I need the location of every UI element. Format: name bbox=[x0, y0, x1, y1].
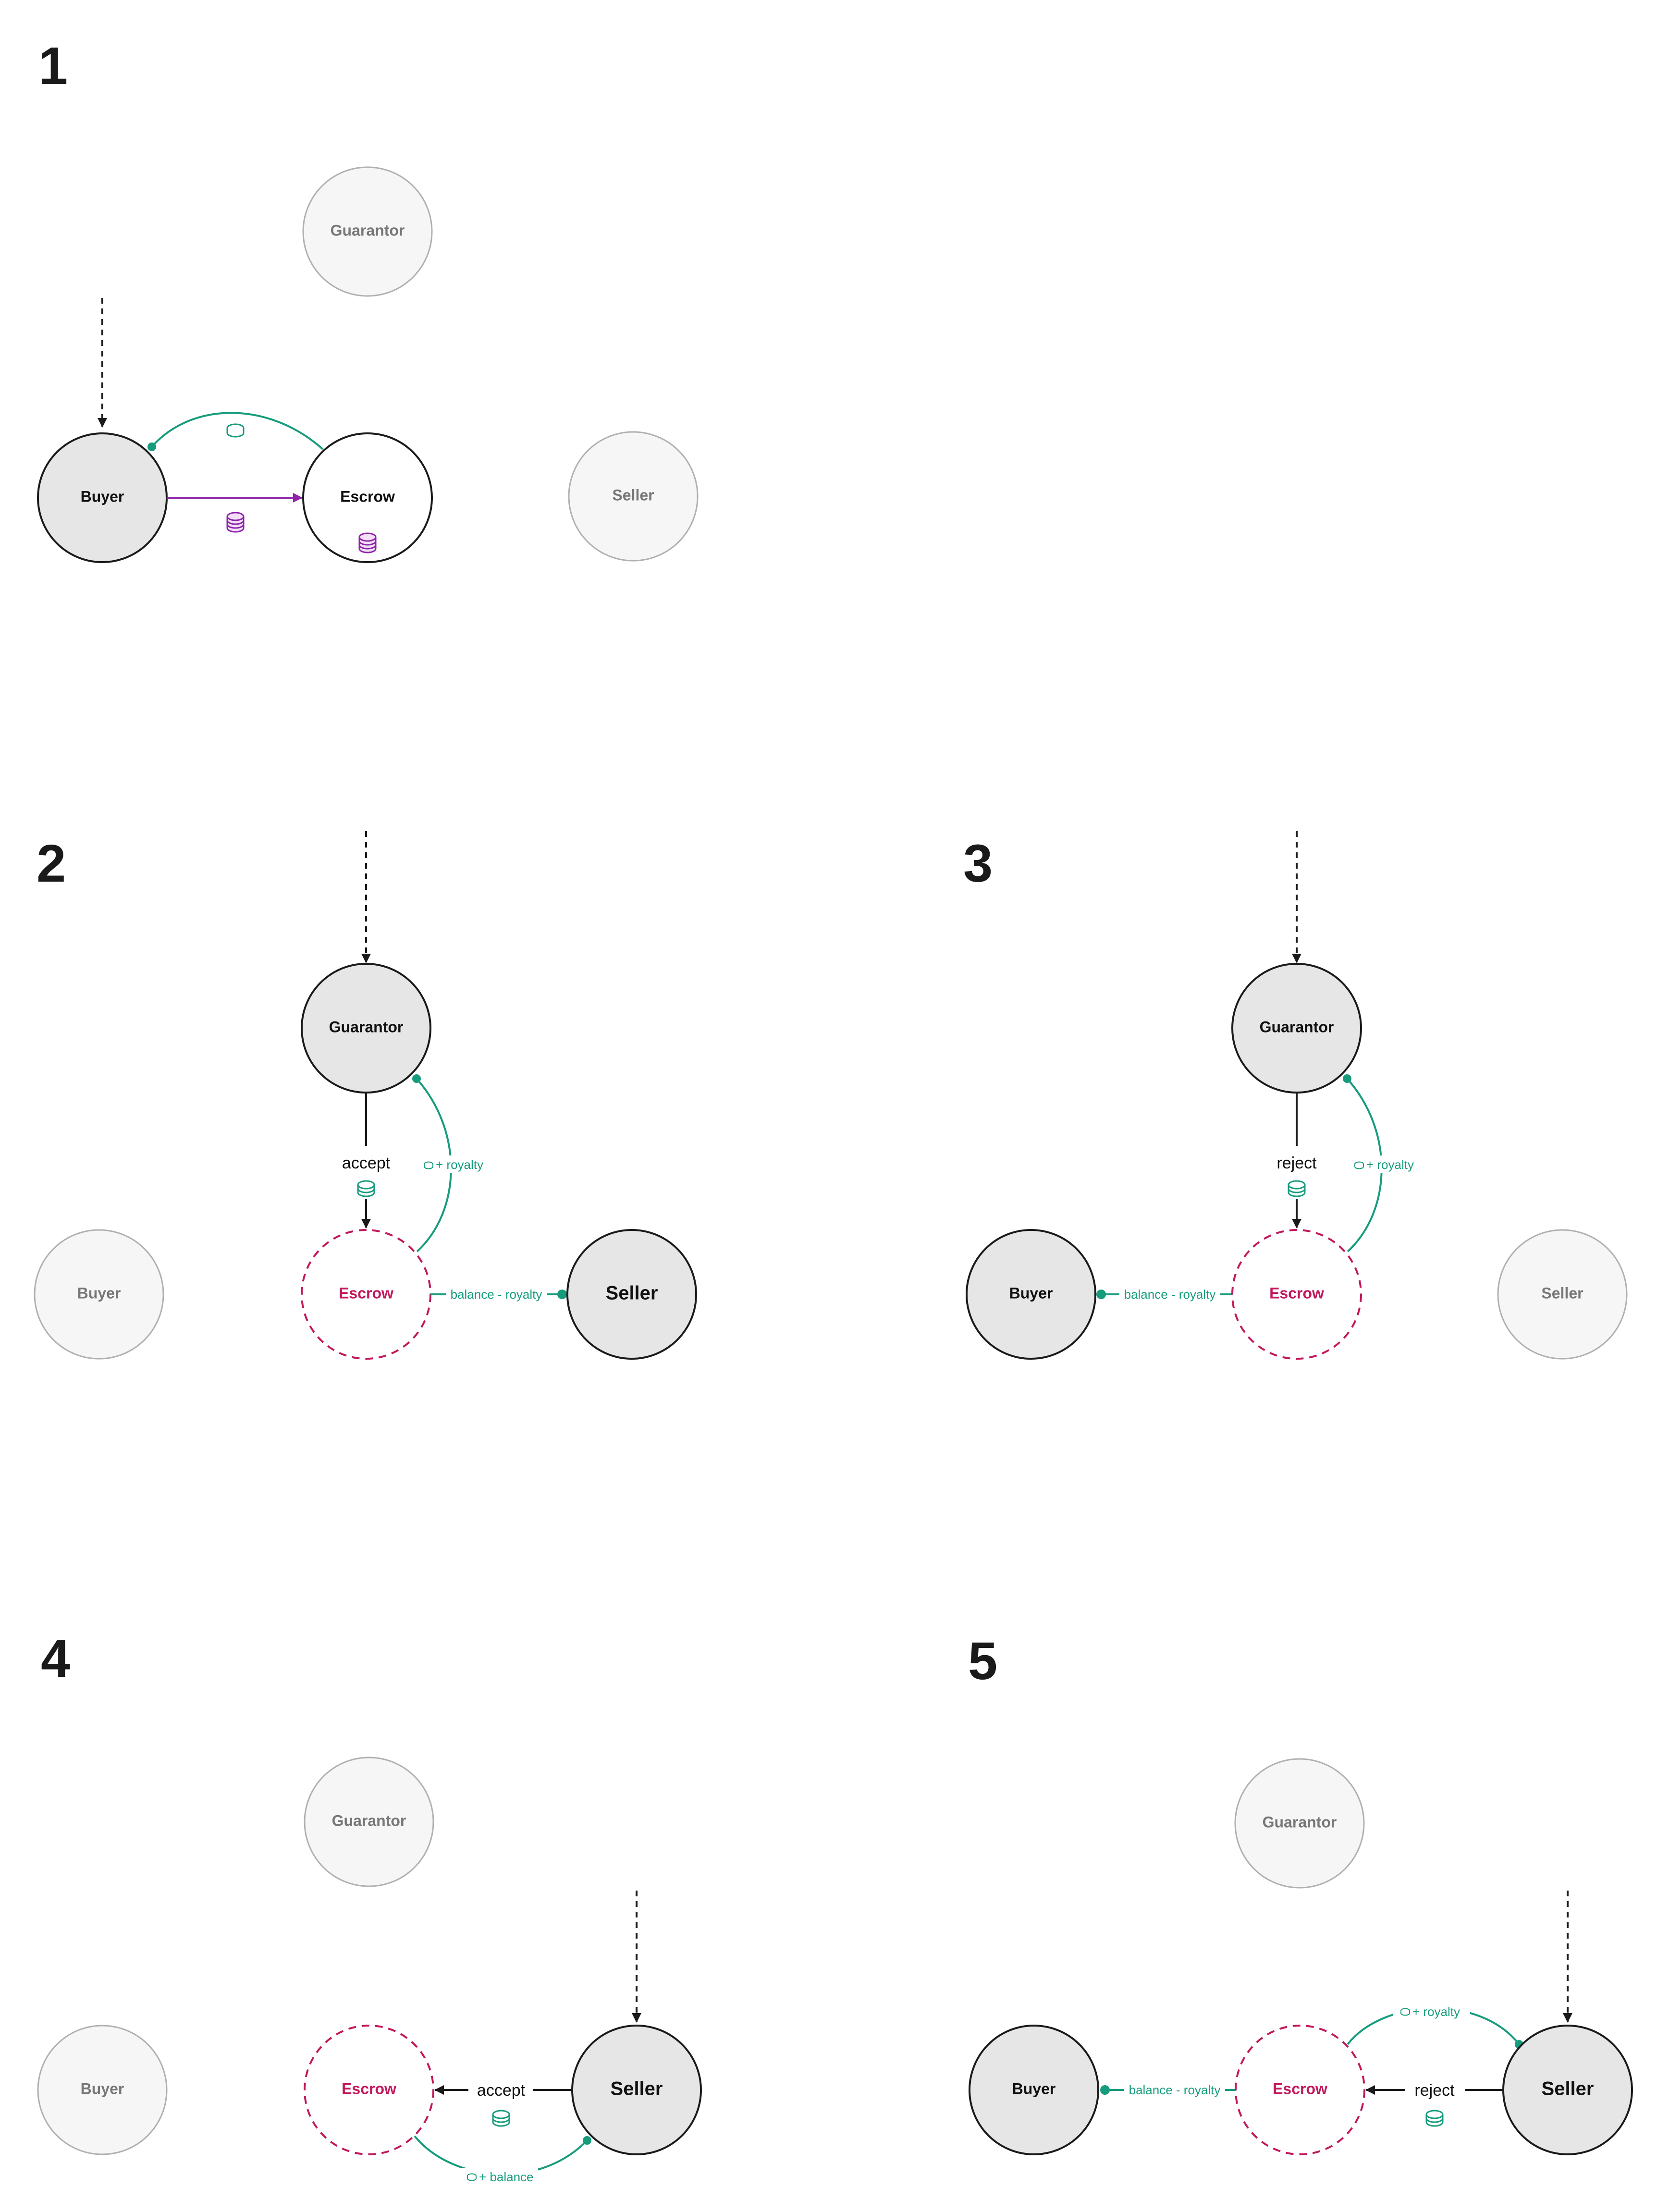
node-label: Buyer bbox=[1009, 1284, 1053, 1302]
royalty-label: + royalty bbox=[1366, 1157, 1414, 1172]
seller-node[interactable]: Seller bbox=[568, 431, 699, 562]
node-label: Buyer bbox=[81, 488, 124, 505]
step-2: 2 Guarantor accept + royalty Buyer Escro… bbox=[34, 831, 697, 1360]
buyer-node[interactable]: Buyer bbox=[966, 1229, 1096, 1360]
action-label: accept bbox=[477, 2081, 526, 2100]
payout-label: balance - royalty bbox=[1124, 1287, 1216, 1302]
action-label: accept bbox=[342, 1154, 391, 1172]
escrow-node-closing[interactable]: Escrow bbox=[1235, 2025, 1365, 2155]
seller-node[interactable]: Seller bbox=[571, 2025, 702, 2155]
payout-label: + balance bbox=[479, 2170, 533, 2184]
coin-stack-icon bbox=[358, 532, 377, 553]
node-label: Guarantor bbox=[332, 1812, 406, 1829]
step-number: 2 bbox=[37, 834, 66, 893]
coin-stack-icon bbox=[492, 2110, 510, 2127]
escrow-node-closing[interactable]: Escrow bbox=[1231, 1229, 1362, 1360]
node-label: Guarantor bbox=[329, 1018, 404, 1035]
seller-node[interactable]: Seller bbox=[1502, 2025, 1633, 2155]
node-label: Seller bbox=[1541, 1284, 1583, 1302]
node-label: Buyer bbox=[1012, 2080, 1056, 2097]
node-label: Seller bbox=[611, 2078, 663, 2100]
buyer-node[interactable]: Buyer bbox=[37, 432, 168, 563]
guarantor-node[interactable]: Guarantor bbox=[301, 963, 431, 1094]
step-number: 1 bbox=[38, 37, 68, 96]
coin-stack-icon bbox=[1425, 2110, 1444, 2127]
node-label: Guarantor bbox=[1260, 1018, 1334, 1035]
guarantor-node[interactable]: Guarantor bbox=[1231, 963, 1362, 1094]
node-label: Escrow bbox=[1269, 1284, 1324, 1302]
node-label: Buyer bbox=[81, 2080, 124, 2097]
node-label: Seller bbox=[612, 486, 654, 504]
buyer-node[interactable]: Buyer bbox=[34, 1229, 164, 1360]
buyer-node[interactable]: Buyer bbox=[969, 2025, 1099, 2155]
dot-icon bbox=[557, 1290, 567, 1299]
guarantor-node[interactable]: Guarantor bbox=[1234, 1758, 1365, 1889]
step-number: 3 bbox=[963, 834, 993, 893]
seller-node[interactable]: Seller bbox=[1497, 1229, 1628, 1360]
dot-icon bbox=[583, 2136, 591, 2145]
coin-icon bbox=[467, 2173, 477, 2181]
step-5: 5 Guarantor + royalty Buyer balance - ro… bbox=[968, 1632, 1633, 2155]
node-label: Escrow bbox=[342, 2080, 396, 2097]
coin-icon bbox=[424, 1161, 433, 1169]
coin-icon bbox=[1400, 2008, 1410, 2016]
payout-label: balance - royalty bbox=[1129, 2083, 1221, 2097]
step-3: 3 Guarantor reject + royalty Buyer balan… bbox=[963, 831, 1628, 1360]
dot-icon bbox=[147, 442, 156, 451]
coin-stack-icon bbox=[226, 512, 245, 533]
node-label: Buyer bbox=[77, 1284, 121, 1302]
node-label: Escrow bbox=[1273, 2080, 1327, 2097]
dot-icon bbox=[412, 1074, 421, 1083]
step-number: 5 bbox=[968, 1632, 997, 1691]
action-label: reject bbox=[1414, 2081, 1455, 2100]
node-label: Escrow bbox=[339, 1284, 393, 1302]
coin-icon bbox=[226, 423, 245, 438]
action-label: reject bbox=[1276, 1154, 1317, 1172]
buyer-node[interactable]: Buyer bbox=[37, 2025, 168, 2155]
node-label: Guarantor bbox=[1263, 1813, 1337, 1831]
coin-stack-icon bbox=[1288, 1180, 1306, 1197]
escrow-node[interactable]: Escrow bbox=[302, 432, 433, 563]
dot-icon bbox=[1343, 1074, 1351, 1083]
step-4: 4 Guarantor Buyer Escrow accept Seller +… bbox=[37, 1629, 702, 2185]
escrow-node-closing[interactable]: Escrow bbox=[301, 1229, 431, 1360]
guarantor-node[interactable]: Guarantor bbox=[304, 1757, 434, 1887]
payout-label: balance - royalty bbox=[451, 1287, 542, 1302]
royalty-label: + royalty bbox=[436, 1157, 483, 1172]
step-number: 4 bbox=[41, 1629, 70, 1688]
guarantor-node[interactable]: Guarantor bbox=[302, 166, 433, 297]
node-label: Seller bbox=[1542, 2078, 1594, 2100]
refund-arc bbox=[151, 412, 324, 450]
seller-node[interactable]: Seller bbox=[566, 1229, 697, 1360]
coin-icon bbox=[1354, 1161, 1364, 1169]
node-label: Escrow bbox=[340, 488, 395, 505]
node-label: Seller bbox=[606, 1283, 658, 1304]
escrow-node-closing[interactable]: Escrow bbox=[304, 2025, 434, 2155]
coin-stack-icon bbox=[357, 1180, 375, 1197]
node-label: Guarantor bbox=[331, 221, 405, 239]
royalty-label: + royalty bbox=[1412, 2004, 1460, 2019]
step-1: 1 Guarantor Buyer Escrow Seller bbox=[37, 37, 699, 563]
